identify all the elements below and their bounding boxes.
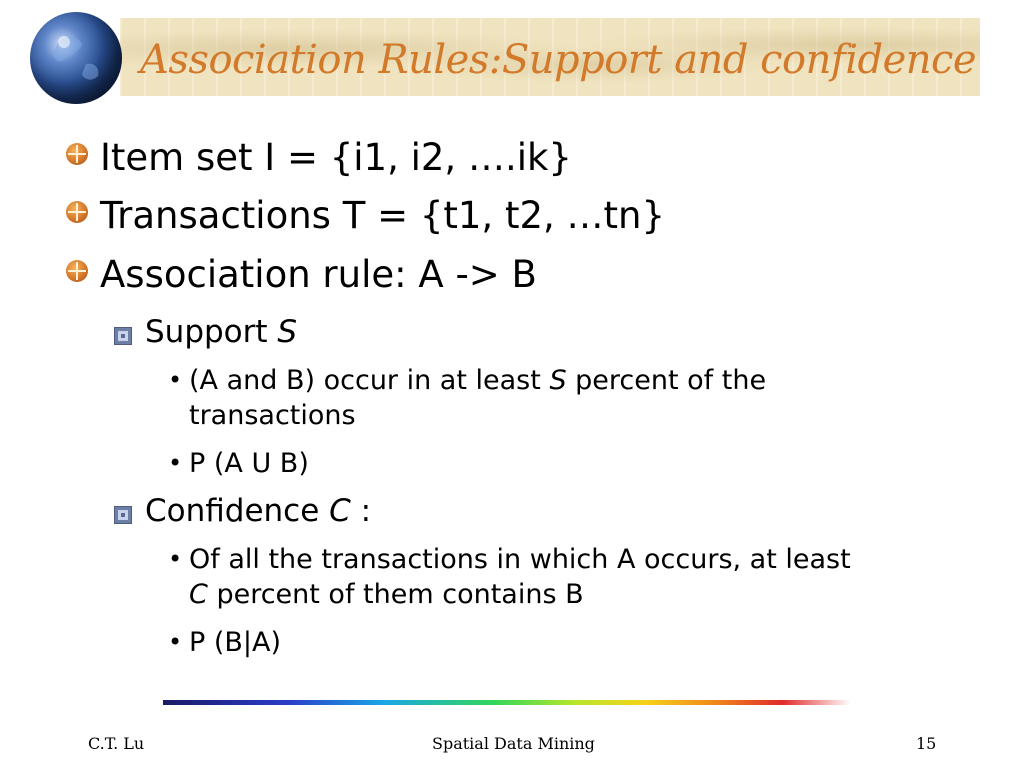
support-heading: Support S [145,315,297,349]
support-label: Support [145,314,268,350]
bullet-association-rule: Association rule: A -> B [100,253,537,296]
bullet-dot: • [168,545,183,573]
confidence-def-symbol: C [189,579,208,611]
support-definition: (A and B) occur in at least S percent of… [189,363,859,433]
confidence-symbol: C [329,493,351,529]
bullet-2-icon [66,201,88,223]
support-symbol: S [277,314,298,350]
bullet-dot: • [168,366,183,394]
confidence-heading: Confidence C : [145,494,371,528]
support-def-suffix: percent of the transactions [189,365,767,432]
confidence-definition: Of all the transactions in which A occur… [189,542,859,612]
confidence-suffix: : [350,493,372,529]
support-def-prefix: (A and B) occur in at least [189,365,541,396]
confidence-formula: P (B|A) [189,627,282,658]
confidence-def-suffix: percent of them contains B [207,579,584,611]
footer-divider [163,700,851,705]
slide-title: Association Rules:Support and confidence [140,37,977,83]
confidence-def-prefix: Of all the transactions in which A occur… [189,544,851,575]
bullet-transactions: Transactions T = {t1, t2, …tn} [100,194,666,237]
bullet-item-set: Item set I = {i1, i2, ….ik} [100,136,572,179]
footer-course: Spatial Data Mining [432,734,595,753]
bullet-1-icon [66,143,88,165]
sub-bullet-support-icon [114,327,132,345]
globe-icon [30,12,122,104]
sub-bullet-confidence-icon [114,506,132,524]
bullet-dot: • [168,628,183,656]
title-banner [120,18,980,96]
bullet-dot: • [168,449,183,477]
footer-author: C.T. Lu [88,734,145,753]
bullet-3-icon [66,260,88,282]
support-formula: P (A U B) [189,448,309,479]
confidence-label: Confidence [145,493,320,529]
support-def-symbol: S [549,365,567,396]
footer-page-number: 15 [916,734,937,753]
